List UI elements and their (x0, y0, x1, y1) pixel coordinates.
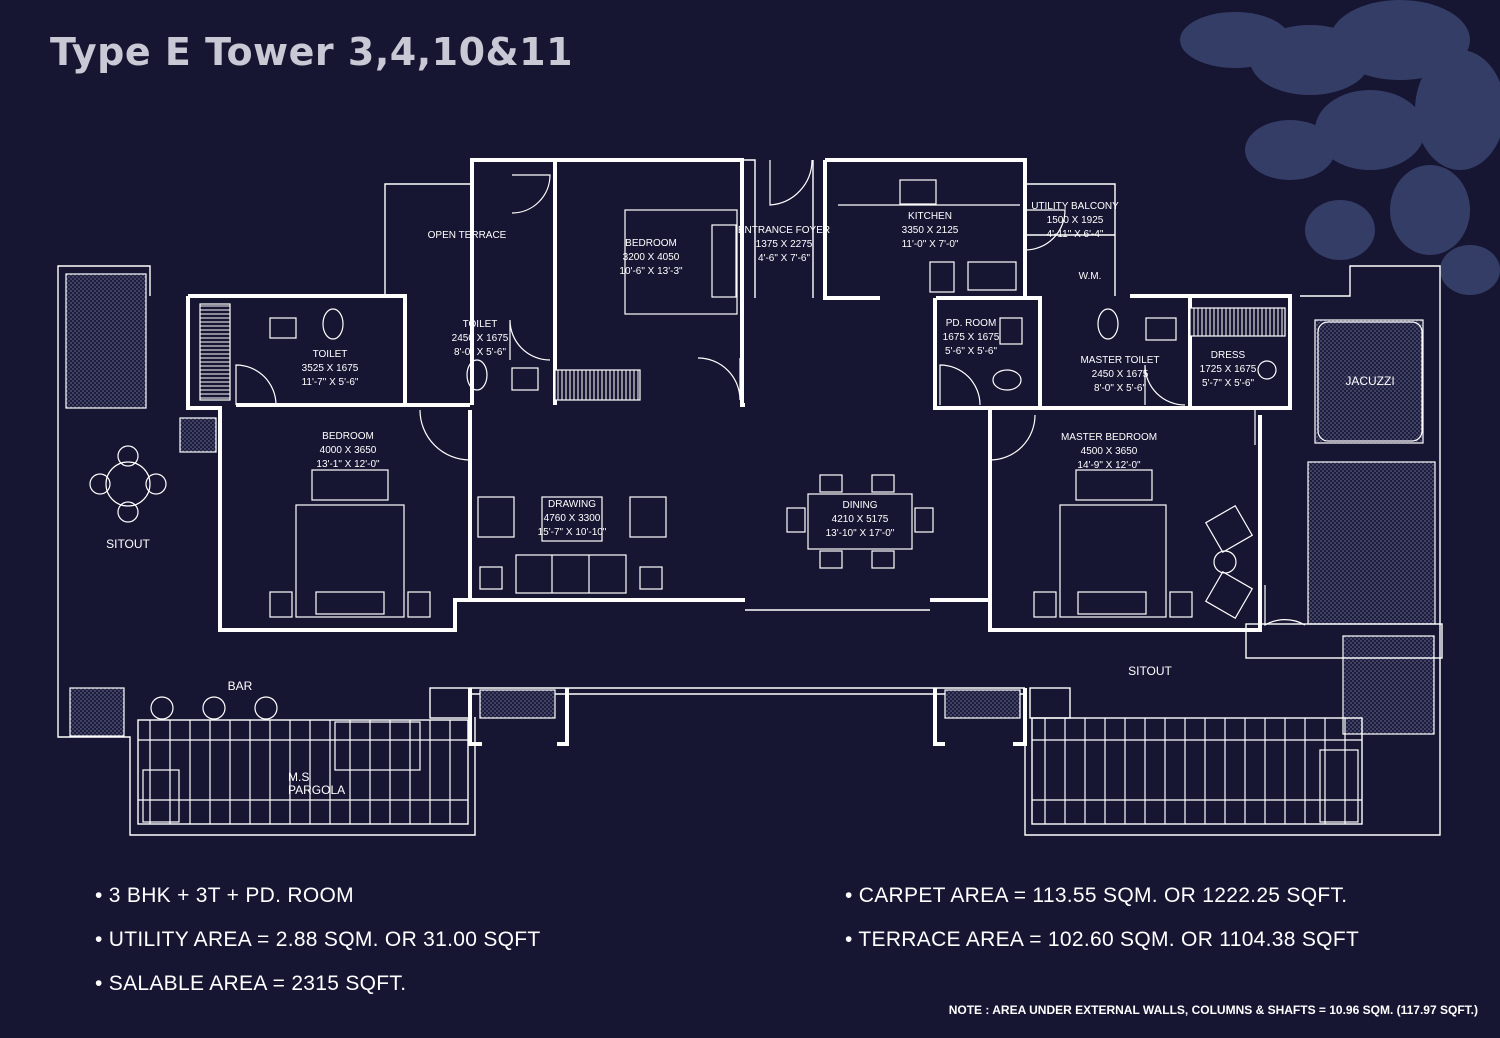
utility-balcony-label: UTILITY BALCONY (1031, 201, 1119, 212)
spec-bhk: • 3 BHK + 3T + PD. ROOM (95, 884, 354, 907)
utility-balcony-metric: 1500 X 1925 (1047, 215, 1104, 226)
pd-room-label: PD. ROOM (946, 318, 997, 329)
utility-balcony-imperial: 4'-11" X 6'-4" (1047, 229, 1104, 240)
drawing-imperial: 15'-7" X 10'-10" (538, 527, 607, 538)
master-toilet-label: MASTER TOILET (1080, 355, 1159, 366)
master-toilet-metric: 2450 X 1675 (1092, 369, 1149, 380)
kitchen-imperial: 11'-0" X 7'-0" (902, 239, 959, 250)
kitchen-label: KITCHEN (908, 211, 952, 222)
bedroom-left-imperial: 13'-1" X 12'-0" (316, 459, 380, 470)
master-bedroom-label: MASTER BEDROOM (1061, 432, 1157, 443)
furniture (89, 179, 1423, 620)
main-walls (186, 158, 1292, 695)
dress-label: DRESS (1211, 350, 1246, 361)
jacuzzi-label: JACUZZI (1345, 374, 1394, 388)
bedroom-top-label: BEDROOM (625, 238, 677, 249)
master-bedroom-imperial: 14'-9" X 12'-0" (1077, 460, 1141, 471)
toilet-mid-label: TOILET (463, 319, 498, 330)
bedroom-left-metric: 4000 X 3650 (320, 445, 377, 456)
pergola-right (1031, 717, 1363, 825)
pergola-label-line1: M.S (288, 770, 309, 784)
terrace-left (57, 265, 476, 836)
drawing-metric: 4760 X 3300 (544, 513, 601, 524)
page-title: Type E Tower 3,4,10&11 (50, 30, 574, 74)
front-railings (429, 687, 1071, 746)
foliage-decoration (1180, 0, 1500, 295)
toilet-left-metric: 3525 X 1675 (302, 363, 359, 374)
bar-label: BAR (228, 679, 253, 693)
room-labels: OPEN TERRACE BEDROOM 3200 X 4050 10'-6" … (106, 201, 1395, 797)
pergola-left (137, 696, 469, 825)
entrance-foyer-metric: 1375 X 2275 (756, 239, 813, 250)
entrance-foyer-label: ENTRANCE FOYER (738, 225, 830, 236)
dining-metric: 4210 X 5175 (832, 514, 889, 525)
pergola-label-line2: PARGOLA (288, 783, 345, 797)
spec-terrace-area: • TERRACE AREA = 102.60 SQM. OR 1104.38 … (845, 928, 1360, 951)
entrance-foyer-imperial: 4'-6" X 7'-6" (758, 253, 811, 264)
bedroom-top-imperial: 10'-6" X 13'-3" (619, 266, 683, 277)
drawing-label: DRAWING (548, 499, 596, 510)
terrace-right (1024, 265, 1443, 836)
toilet-mid-metric: 2450 X 1675 (452, 333, 509, 344)
drawing-label-box (541, 496, 603, 542)
spec-carpet-area: • CARPET AREA = 113.55 SQM. OR 1222.25 S… (845, 884, 1348, 907)
pd-room-imperial: 5'-6" X 5'-6" (945, 346, 998, 357)
toilet-mid-imperial: 8'-0" X 5'-6" (454, 347, 507, 358)
dress-metric: 1725 X 1675 (1200, 364, 1257, 375)
dress-imperial: 5'-7" X 5'-6" (1202, 378, 1255, 389)
sitout-right-label: SITOUT (1128, 664, 1172, 678)
spec-utility-area: • UTILITY AREA = 2.88 SQM. OR 31.00 SQFT (95, 928, 541, 951)
dining-imperial: 13'-10" X 17'-0" (826, 528, 895, 539)
area-note: NOTE : AREA UNDER EXTERNAL WALLS, COLUMN… (948, 1003, 1478, 1017)
kitchen-metric: 3350 X 2125 (902, 225, 959, 236)
master-toilet-imperial: 8'-0" X 5'-6" (1094, 383, 1147, 394)
bedroom-left-label: BEDROOM (322, 431, 374, 442)
bedroom-top-metric: 3200 X 4050 (623, 252, 680, 263)
wm-label: W.M. (1079, 271, 1102, 282)
pd-room-metric: 1675 X 1675 (943, 332, 1000, 343)
toilet-left-imperial: 11'-7" X 5'-6" (302, 377, 359, 388)
master-bedroom-metric: 4500 X 3650 (1081, 446, 1138, 457)
sitout-left-label: SITOUT (106, 537, 150, 551)
dining-label: DINING (843, 500, 878, 511)
toilet-left-label: TOILET (313, 349, 348, 360)
doors (235, 159, 1306, 627)
spec-salable-area: • SALABLE AREA = 2315 SQFT. (95, 972, 407, 995)
open-terrace-label: OPEN TERRACE (428, 230, 507, 241)
